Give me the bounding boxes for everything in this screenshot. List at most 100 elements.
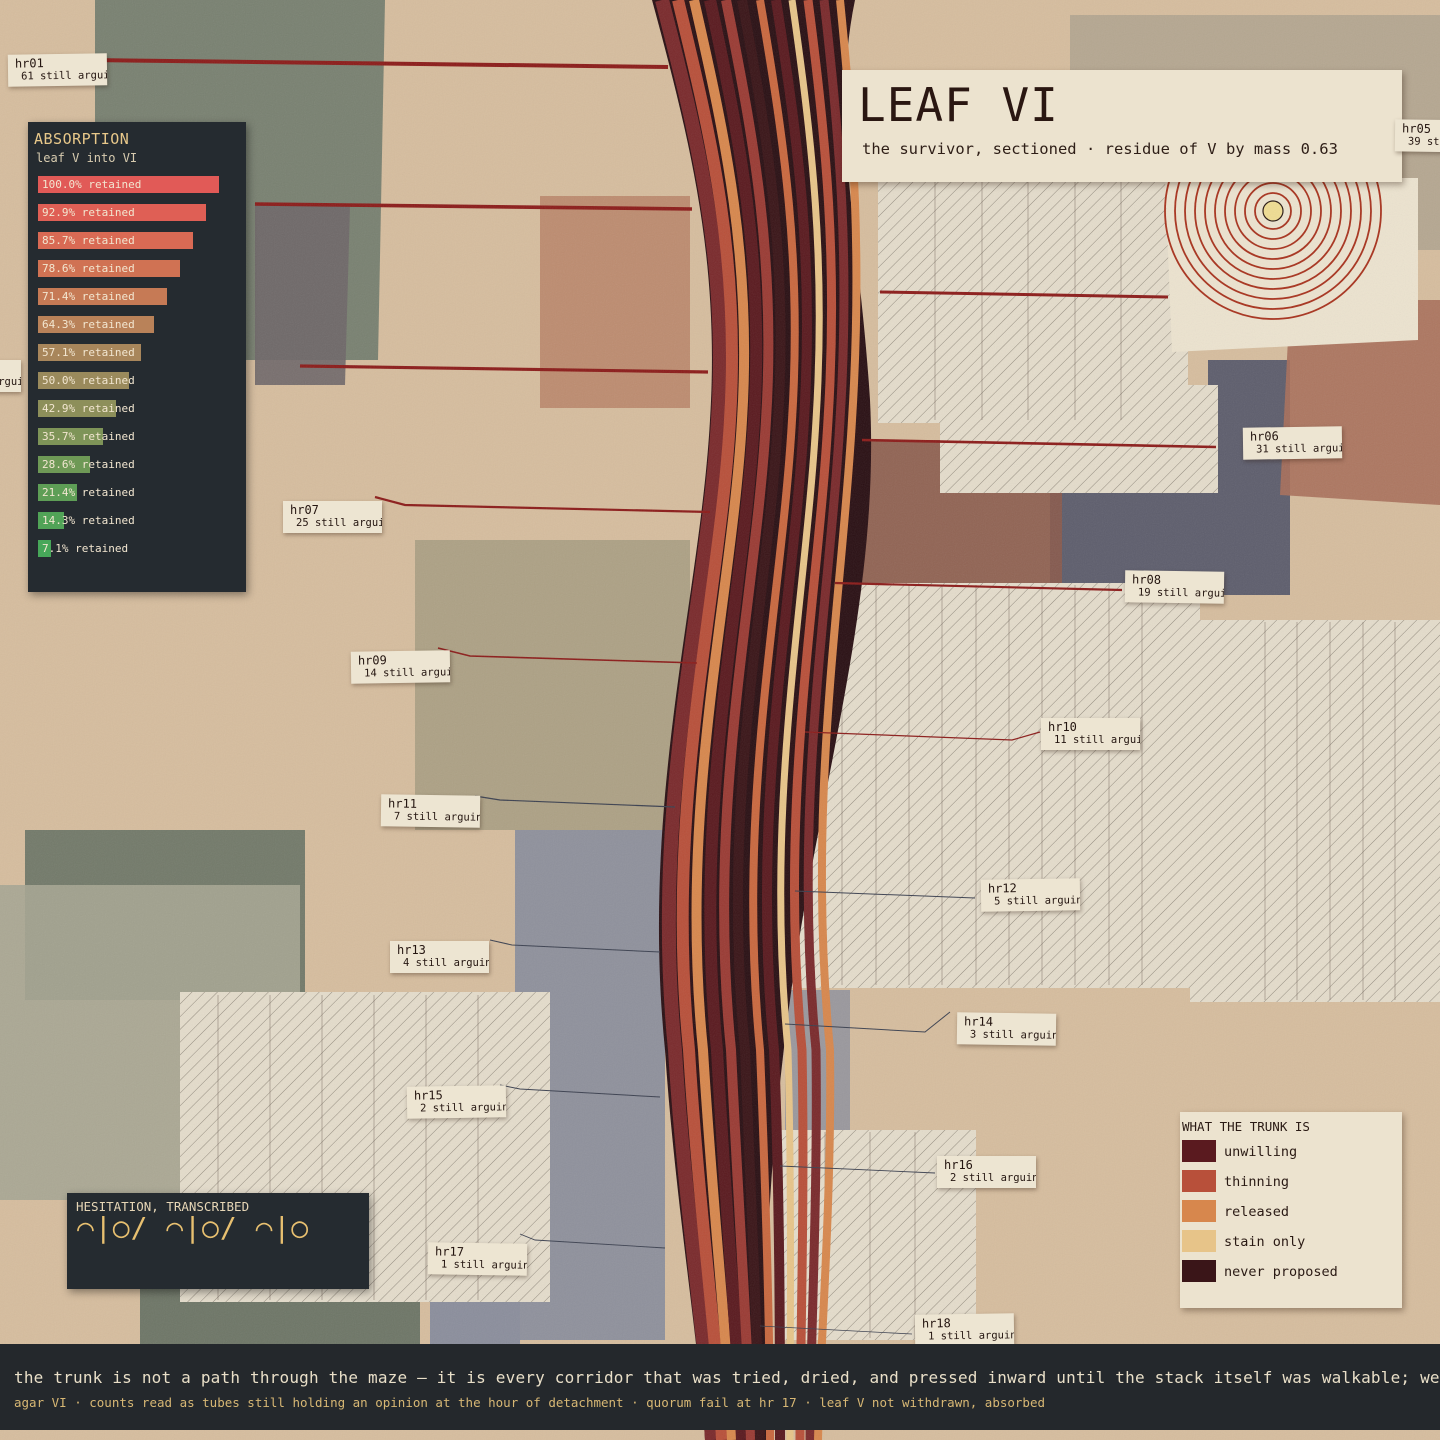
hour-label: hr10 xyxy=(1048,720,1077,734)
title-card: LEAF VI the survivor, sectioned · residu… xyxy=(842,70,1402,182)
legend-swatch xyxy=(1182,1200,1216,1222)
hour-count: 39 still arguing xyxy=(1407,135,1440,149)
absorption-bar xyxy=(38,176,219,193)
hour-label: hr15 xyxy=(413,1088,443,1103)
hour-count: 61 still arguing xyxy=(21,69,108,83)
absorption-bar xyxy=(38,428,103,445)
hour-label: hr14 xyxy=(964,1014,994,1029)
absorption-row: 28.6% retained xyxy=(38,456,219,473)
hour-tag: hr0447 still arguing xyxy=(0,360,21,392)
absorption-bar xyxy=(38,288,168,305)
hour-count: 47 still arguing xyxy=(0,376,21,388)
legend-swatch xyxy=(1182,1140,1216,1162)
absorption-row: 100.0% retained xyxy=(38,176,219,193)
hour-label: hr17 xyxy=(435,1244,465,1259)
absorption-row-label: 92.9% retained xyxy=(42,206,135,219)
legend-swatch xyxy=(1182,1260,1216,1282)
legend-label: unwilling xyxy=(1224,1144,1298,1160)
absorption-row-label: 64.3% retained xyxy=(42,318,135,331)
absorption-title: ABSORPTION xyxy=(34,130,130,148)
footer-strip: the trunk is not a path through the maze… xyxy=(0,1344,1440,1430)
hour-count: 14 still arguing xyxy=(364,666,451,680)
absorption-bar xyxy=(38,512,64,529)
absorption-row: 35.7% retained xyxy=(38,428,219,445)
absorption-row: 57.1% retained xyxy=(38,344,219,361)
hour-count: 19 still arguing xyxy=(1137,586,1225,600)
absorption-bar xyxy=(38,316,155,333)
absorption-row-label: 71.4% retained xyxy=(42,290,135,303)
hesitation-title: HESITATION, TRANSCRIBED xyxy=(76,1199,250,1214)
absorption-bar xyxy=(38,204,207,221)
hour-count: 31 still arguing xyxy=(1256,442,1343,456)
absorption-bar xyxy=(38,400,116,417)
footer-statement: the trunk is not a path through the maze… xyxy=(14,1368,1440,1387)
hour-count: 1 still arguing xyxy=(440,1258,528,1272)
hour-count: 5 still arguing xyxy=(994,894,1081,908)
hour-label: hr16 xyxy=(944,1158,973,1172)
hour-count: 7 still arguing xyxy=(393,810,481,824)
hour-label: hr13 xyxy=(397,943,426,957)
absorption-row: 42.9% retained xyxy=(38,400,219,417)
absorption-bar xyxy=(38,372,129,389)
absorption-row-label: 85.7% retained xyxy=(42,234,135,247)
absorption-row-label: 57.1% retained xyxy=(42,346,135,359)
absorption-row-label: 7.1% retained xyxy=(42,542,129,555)
legend-label: stain only xyxy=(1224,1234,1306,1250)
hour-count: 2 still arguing xyxy=(950,1172,1036,1184)
absorption-panel: ABSORPTION leaf V into VI 100.0% retaine… xyxy=(28,122,246,592)
absorption-row: 50.0% retained xyxy=(38,372,219,389)
hour-count: 2 still arguing xyxy=(420,1101,507,1115)
legend-title: WHAT THE TRUNK IS xyxy=(1182,1119,1310,1134)
hesitation-glyphs: ⌒|○/ ⌒|○/ ⌒|○ xyxy=(77,1211,310,1244)
hour-label: hr05 xyxy=(1402,121,1432,136)
hour-label: hr11 xyxy=(388,796,418,811)
absorption-bar xyxy=(38,540,51,557)
absorption-row-label: 42.9% retained xyxy=(42,402,135,415)
absorption-subtitle: leaf V into VI xyxy=(36,151,138,165)
legend-label: never proposed xyxy=(1224,1264,1338,1280)
hour-label: hr07 xyxy=(290,503,319,517)
legend-swatch xyxy=(1182,1230,1216,1252)
absorption-bar xyxy=(38,456,90,473)
hour-count: 1 still arguing xyxy=(928,1329,1015,1343)
hour-count: 25 still arguing xyxy=(296,517,382,529)
page-subtitle: the survivor, sectioned · residue of V b… xyxy=(862,140,1338,158)
absorption-row: 14.3% retained xyxy=(38,512,219,529)
hour-count: 4 still arguing xyxy=(403,957,489,969)
absorption-row: 7.1% retained xyxy=(38,540,219,557)
hour-label: hr08 xyxy=(1132,572,1162,587)
absorption-row: 71.4% retained xyxy=(38,288,219,305)
absorption-bar xyxy=(38,232,194,249)
hour-label: hr09 xyxy=(357,653,387,668)
absorption-row-label: 100.0% retained xyxy=(42,178,142,191)
absorption-row-label: 28.6% retained xyxy=(42,458,135,471)
hour-label: hr18 xyxy=(921,1316,951,1331)
absorption-row: 85.7% retained xyxy=(38,232,219,249)
absorption-row-label: 78.6% retained xyxy=(42,262,135,275)
hour-count: 11 still arguing xyxy=(1054,734,1140,746)
absorption-bar xyxy=(38,344,142,361)
absorption-row: 92.9% retained xyxy=(38,204,219,221)
page-title: LEAF VI xyxy=(858,78,1059,132)
absorption-row: 21.4% retained xyxy=(38,484,219,501)
legend-label: released xyxy=(1224,1204,1290,1220)
hour-label: hr06 xyxy=(1249,429,1279,444)
hesitation-panel: HESITATION, TRANSCRIBED ⌒|○/ ⌒|○/ ⌒|○ xyxy=(67,1193,369,1289)
hour-label: hr12 xyxy=(987,881,1017,896)
absorption-row-label: 50.0% retained xyxy=(42,374,135,387)
absorption-row: 64.3% retained xyxy=(38,316,219,333)
absorption-bar xyxy=(38,484,77,501)
